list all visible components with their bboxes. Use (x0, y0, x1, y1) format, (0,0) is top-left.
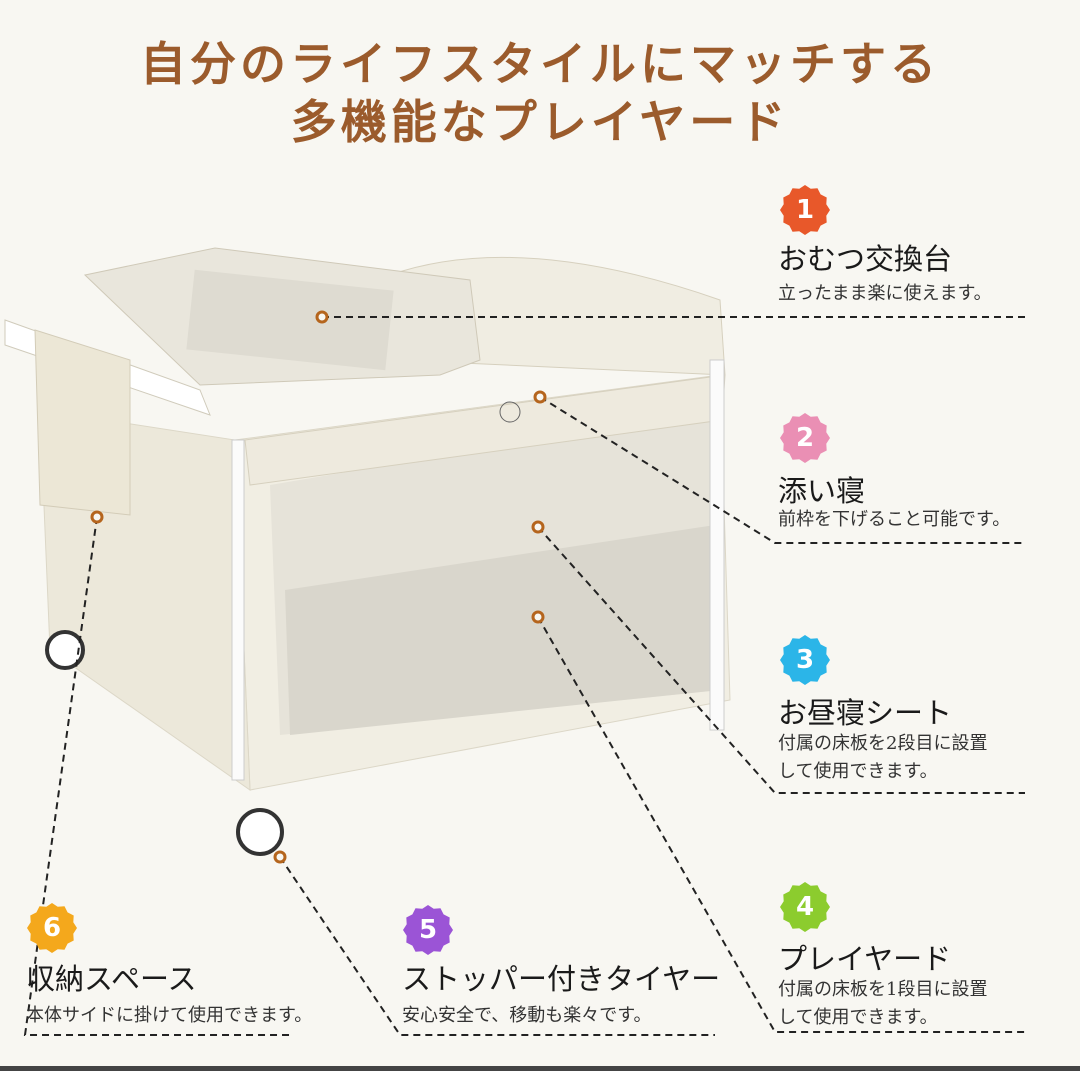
number-badge-icon: 1 (780, 185, 830, 235)
description-line: 付属の床板を1段目に設置 (778, 979, 988, 1000)
number-badge-icon: 5 (403, 905, 453, 955)
description-line: 安心安全で、移動も楽々です。 (402, 1005, 652, 1026)
marker-dot-6 (90, 510, 104, 524)
marker-dot-3 (531, 520, 545, 534)
feature-title: 収納スペース (26, 962, 197, 996)
feature-description: 安心安全で、移動も楽々です。 (402, 1002, 651, 1030)
marker-dot-2 (533, 390, 547, 404)
number-badge-icon: 2 (780, 413, 830, 463)
description-line: 前枠を下げること可能です。 (778, 509, 1011, 530)
badge-number: 4 (795, 892, 815, 922)
headline-line-2: 多機能なプレイヤード (290, 95, 790, 149)
number-badge-icon: 6 (27, 903, 77, 953)
number-badge-icon: 4 (780, 882, 830, 932)
description-line: して使用できます。 (778, 761, 938, 782)
feature-description: 付属の床板を1段目に設置して使用できます。 (778, 976, 987, 1032)
description-line: 付属の床板を2段目に設置 (778, 733, 988, 754)
badge-number: 3 (795, 645, 815, 675)
marker-dot-1 (315, 310, 329, 324)
bottom-bar (0, 1066, 1080, 1071)
leader-line-3 (537, 526, 1025, 794)
feature-description: 本体サイドに掛けて使用できます。 (26, 1002, 312, 1030)
number-badge-icon: 3 (780, 635, 830, 685)
marker-dot-5 (273, 850, 287, 864)
feature-description: 前枠を下げること可能です。 (778, 506, 1010, 534)
marker-dot-4 (531, 610, 545, 624)
leader-line-4 (537, 616, 1025, 1033)
leader-line-2 (539, 396, 1025, 544)
headline-line-1: 自分のライフスタイルにマッチする (140, 37, 940, 91)
description-line: して使用できます。 (778, 1007, 938, 1028)
leader-line-5 (279, 856, 715, 1036)
feature-title: 添い寝 (778, 474, 866, 508)
feature-title: ストッパー付きタイヤー (402, 962, 721, 996)
feature-title: お昼寝シート (778, 696, 953, 730)
feature-description: 付属の床板を2段目に設置して使用できます。 (778, 730, 987, 786)
feature-title: おむつ交換台 (778, 242, 953, 276)
badge-number: 6 (42, 913, 62, 943)
badge-number: 2 (795, 423, 815, 453)
description-line: 立ったまま楽に使えます。 (778, 283, 992, 304)
badge-number: 5 (418, 915, 438, 945)
feature-description: 立ったまま楽に使えます。 (778, 280, 992, 308)
description-line: 本体サイドに掛けて使用できます。 (26, 1005, 313, 1026)
badge-number: 1 (795, 195, 815, 225)
leader-line-6 (23, 516, 290, 1036)
playard-product-image (4, 247, 731, 856)
feature-title: プレイヤード (778, 942, 952, 976)
